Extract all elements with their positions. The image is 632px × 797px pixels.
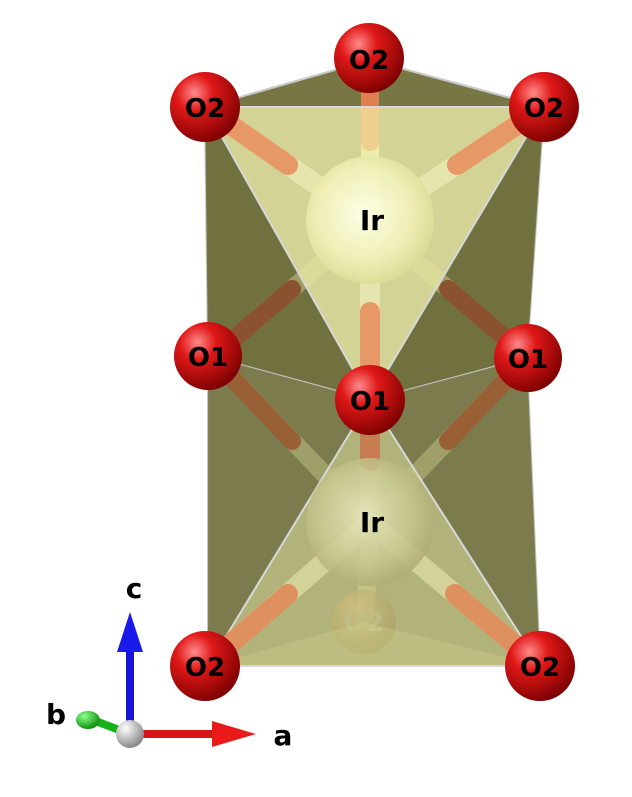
lower-octahedron-right-face xyxy=(370,358,540,666)
axis-triad: c a b xyxy=(46,572,292,752)
atom-label-o2-bottom-right: O2 xyxy=(520,653,560,683)
axis-a-arrow xyxy=(130,721,256,747)
axis-c-arrow xyxy=(117,612,143,734)
atom-label-ir-upper: Ir xyxy=(360,204,384,237)
atom-o1-right: O1 xyxy=(494,324,562,392)
axis-label-b: b xyxy=(46,698,66,731)
atom-label-o2-top-center: O2 xyxy=(349,46,389,76)
atom-label-o2-bottom-left: O2 xyxy=(185,653,225,683)
atom-label-o2-top-right: O2 xyxy=(524,94,564,124)
atom-o2-bottom-right: O2 xyxy=(505,631,575,701)
axis-origin xyxy=(116,720,144,748)
atom-o1-left: O1 xyxy=(174,322,242,390)
atom-o2-top-left: O2 xyxy=(170,72,240,142)
atom-ir-upper: Ir xyxy=(306,156,434,284)
atom-o1-center: O1 xyxy=(335,365,405,435)
atom-label-o1-left: O1 xyxy=(188,343,228,373)
atom-o2-back: O2 xyxy=(332,590,396,654)
atom-label-o2-top-left: O2 xyxy=(185,94,225,124)
atom-o2-top-center: O2 xyxy=(334,23,404,93)
atom-label-o2-back: O2 xyxy=(344,608,384,638)
atom-o2-bottom-left: O2 xyxy=(170,631,240,701)
lower-octahedron-bottom-face xyxy=(208,622,540,666)
lower-octahedron-left-face xyxy=(208,356,370,666)
axis-label-c: c xyxy=(126,572,143,605)
atom-ir-lower: Ir xyxy=(306,458,434,586)
axis-label-a: a xyxy=(274,719,293,752)
atom-label-o1-right: O1 xyxy=(508,345,548,375)
atom-label-ir-lower: Ir xyxy=(360,506,384,539)
atom-o2-top-right: O2 xyxy=(509,72,579,142)
atom-label-o1-center: O1 xyxy=(350,387,390,417)
